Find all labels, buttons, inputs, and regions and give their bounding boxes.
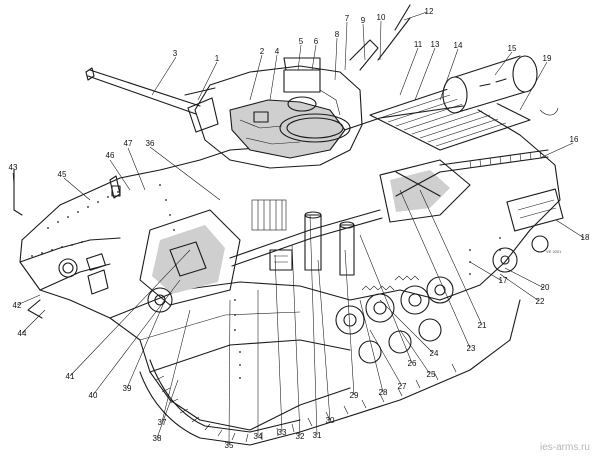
callout-7: 7 bbox=[345, 14, 350, 23]
callout-17: 17 bbox=[499, 276, 508, 285]
callout-19: 19 bbox=[543, 54, 552, 63]
callout-24: 24 bbox=[430, 349, 439, 358]
callout-39: 39 bbox=[123, 384, 132, 393]
callout-35: 35 bbox=[225, 441, 234, 450]
callout-43: 43 bbox=[9, 163, 18, 172]
callout-41: 41 bbox=[66, 372, 75, 381]
front-fittings bbox=[13, 169, 121, 319]
callout-29: 29 bbox=[350, 391, 359, 400]
callout-42: 42 bbox=[13, 301, 22, 310]
callout-1: 1 bbox=[215, 54, 220, 63]
callout-28: 28 bbox=[379, 388, 388, 397]
callout-47: 47 bbox=[124, 139, 133, 148]
callout-37: 37 bbox=[158, 418, 167, 427]
engine-deck bbox=[369, 84, 531, 223]
callout-10: 10 bbox=[377, 13, 386, 22]
callout-16: 16 bbox=[570, 135, 579, 144]
callout-38: 38 bbox=[153, 434, 162, 443]
callout-labels: 1 2 3 4 5 6 7 8 9 10 11 12 13 14 15 16 1… bbox=[9, 7, 590, 450]
callout-4: 4 bbox=[275, 47, 280, 56]
callout-26: 26 bbox=[408, 359, 417, 368]
callout-44: 44 bbox=[18, 329, 27, 338]
turret bbox=[85, 4, 411, 169]
callout-32: 32 bbox=[296, 432, 305, 441]
callout-40: 40 bbox=[89, 391, 98, 400]
watermark: ies-arms.ru bbox=[540, 442, 590, 453]
callout-12: 12 bbox=[425, 7, 434, 16]
callout-20: 20 bbox=[541, 283, 550, 292]
callout-31: 31 bbox=[313, 431, 322, 440]
callout-34: 34 bbox=[254, 432, 263, 441]
callout-2: 2 bbox=[260, 47, 265, 56]
callout-45: 45 bbox=[58, 170, 67, 179]
callout-13: 13 bbox=[431, 40, 440, 49]
exhaust bbox=[439, 149, 564, 232]
callout-22: 22 bbox=[536, 297, 545, 306]
callout-23: 23 bbox=[467, 344, 476, 353]
callout-27: 27 bbox=[398, 382, 407, 391]
callout-25: 25 bbox=[427, 370, 436, 379]
callout-18: 18 bbox=[581, 233, 590, 242]
callout-leaders bbox=[12, 11, 585, 446]
callout-46: 46 bbox=[106, 151, 115, 160]
stowage-drum bbox=[440, 55, 559, 116]
callout-33: 33 bbox=[278, 428, 287, 437]
callout-3: 3 bbox=[173, 49, 178, 58]
driver-compartment bbox=[139, 199, 383, 313]
callout-8: 8 bbox=[335, 30, 340, 39]
callout-36: 36 bbox=[146, 139, 155, 148]
callout-11: 11 bbox=[414, 40, 423, 49]
callout-15: 15 bbox=[508, 44, 517, 53]
callout-6: 6 bbox=[314, 37, 319, 46]
callout-14: 14 bbox=[454, 41, 463, 50]
callout-5: 5 bbox=[299, 37, 304, 46]
artist-signature: VE 2001 bbox=[546, 249, 562, 254]
callout-9: 9 bbox=[361, 16, 366, 25]
callout-21: 21 bbox=[478, 321, 487, 330]
callout-30: 30 bbox=[326, 416, 335, 425]
